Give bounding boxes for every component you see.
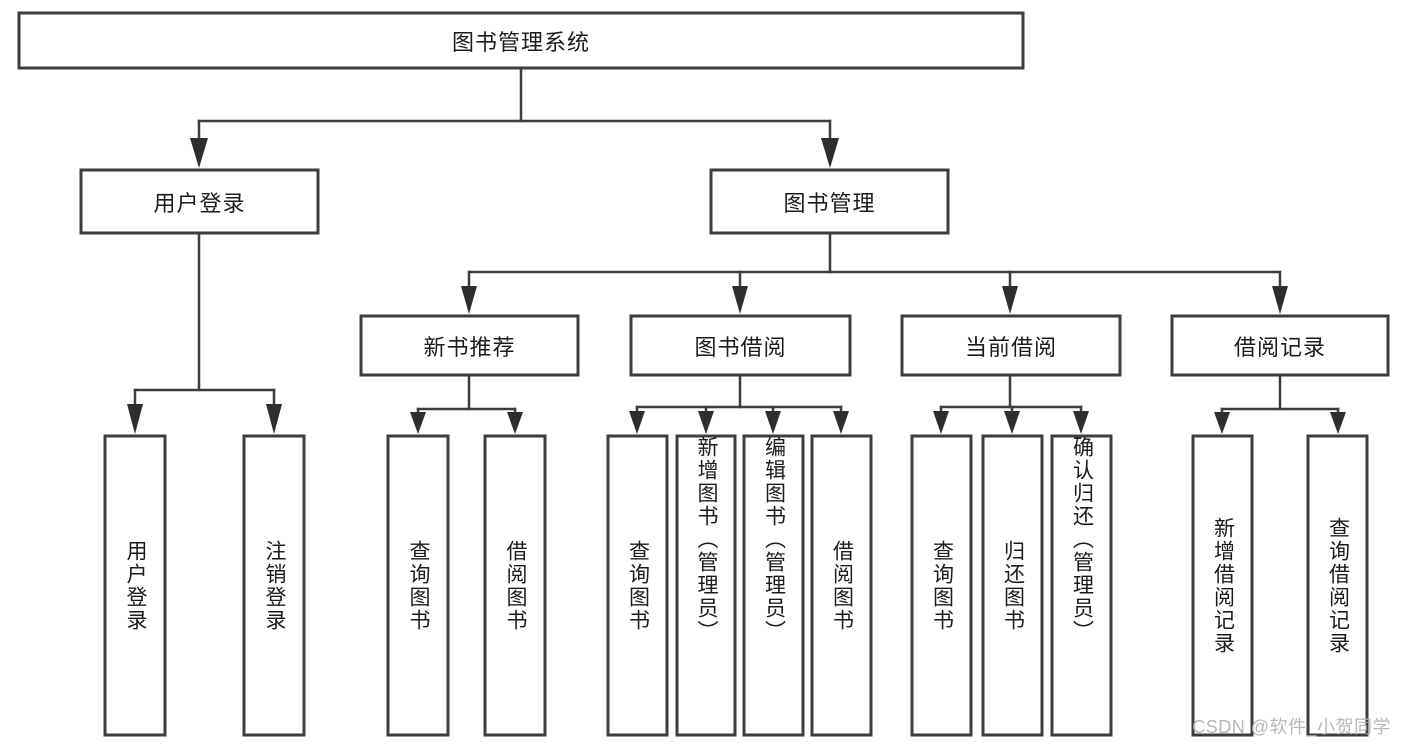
arrow-head-edit-book-admin: [765, 411, 781, 434]
node-box-current-borrow[interactable]: [900, 314, 1122, 377]
node-box-book-manage[interactable]: [709, 168, 950, 235]
arrow-head-new-book-recommend: [461, 286, 477, 314]
arrow-head-borrow-book: [833, 411, 849, 434]
node-box-leaf-user-login[interactable]: [103, 434, 167, 737]
node-box-leaf-query-book-current[interactable]: [910, 434, 973, 737]
arrow-head-leaf-user-login: [127, 404, 143, 434]
arrow-head-return-book: [1004, 411, 1020, 434]
node-box-leaf-query-borrow-record[interactable]: [1306, 434, 1369, 737]
arrow-head-book-borrow: [732, 286, 748, 314]
arrow-head-confirm-return-admin: [1073, 411, 1089, 434]
arrow-head-query-book-borrow: [629, 411, 645, 434]
node-box-new-book-recommend[interactable]: [359, 314, 580, 377]
connectors-book-manage-to-level3: [461, 231, 1288, 314]
node-box-root[interactable]: [17, 11, 1025, 70]
connectors-user-login-to-leaves: [127, 231, 282, 434]
node-box-leaf-add-borrow-record[interactable]: [1191, 434, 1254, 737]
connectors-root-to-level2: [190, 66, 839, 168]
arrow-head-leaf-logout-login: [266, 404, 282, 434]
connectors-current-borrow-to-leaves: [933, 373, 1089, 434]
connectors-book-borrow-to-leaves: [629, 373, 849, 434]
arrow-head-current-borrow: [1002, 286, 1018, 314]
node-box-leaf-logout-login[interactable]: [242, 434, 306, 737]
arrow-head-query-borrow-record: [1330, 412, 1346, 434]
node-box-leaf-return-book[interactable]: [981, 434, 1044, 737]
node-box-borrow-record[interactable]: [1170, 314, 1390, 377]
node-box-user-login[interactable]: [79, 168, 320, 235]
node-box-leaf-confirm-return-admin[interactable]: [1050, 434, 1113, 737]
node-box-leaf-query-book-recommend[interactable]: [386, 434, 450, 737]
node-box-leaf-edit-book-admin[interactable]: [742, 434, 805, 737]
arrow-head-query-book-current: [933, 411, 949, 434]
arrow-head-user-login: [190, 138, 208, 168]
arrow-head-query-book-recommend: [410, 412, 426, 434]
node-box-book-borrow[interactable]: [629, 314, 852, 377]
node-box-leaf-borrow-book[interactable]: [810, 434, 873, 737]
node-box-leaf-borrow-book-recommend[interactable]: [483, 434, 547, 737]
arrow-head-borrow-book-recommend: [507, 412, 523, 434]
connectors-new-book-recommend-to-leaves: [410, 373, 523, 434]
arrow-head-borrow-record: [1272, 286, 1288, 314]
arrow-head-add-borrow-record: [1214, 412, 1230, 434]
connectors-borrow-record-to-leaves: [1214, 373, 1346, 434]
node-box-leaf-add-book-admin[interactable]: [675, 434, 737, 737]
node-box-leaf-query-book-borrow[interactable]: [606, 434, 669, 737]
arrow-head-book-manage: [821, 138, 839, 168]
arrow-head-add-book-admin: [698, 411, 714, 434]
